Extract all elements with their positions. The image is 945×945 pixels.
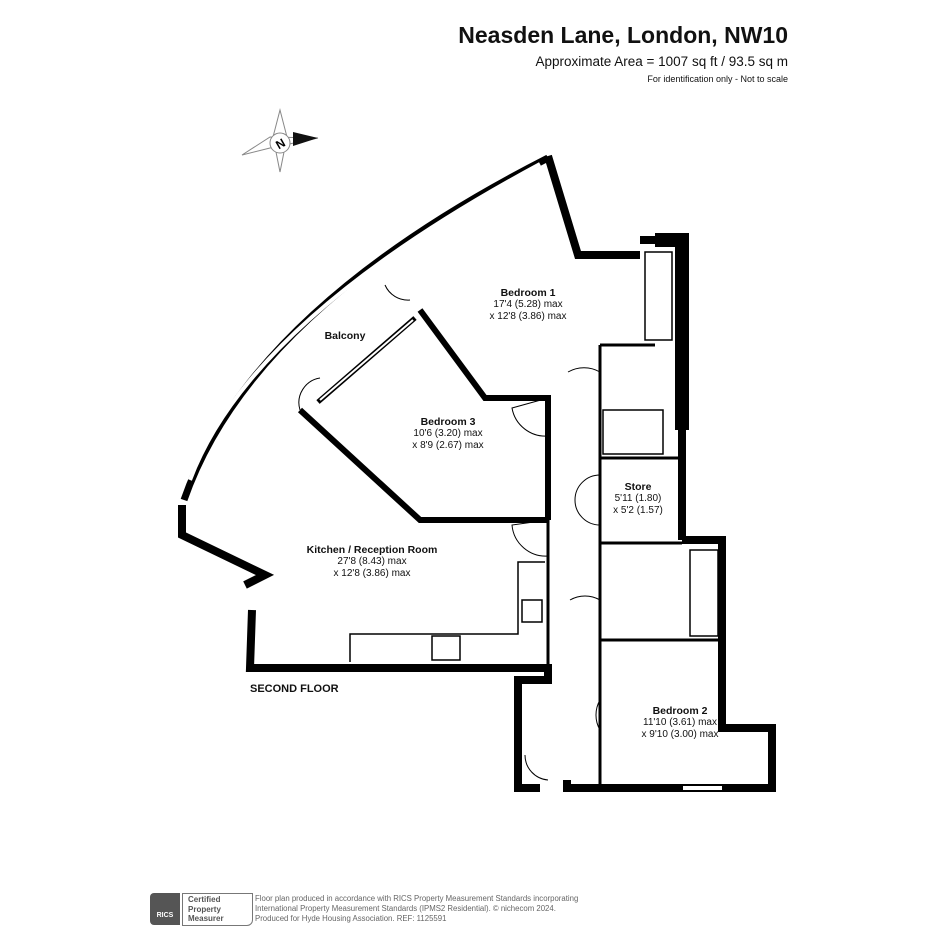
footer-line: Floor plan produced in accordance with R… <box>255 894 579 903</box>
room-name: Bedroom 2 <box>652 705 708 717</box>
room-bedroom-1: Bedroom 1 17'4 (5.28) max x 12'8 (3.86) … <box>490 287 567 323</box>
room-kitchen-reception: Kitchen / Reception Room 27'8 (8.43) max… <box>307 544 438 580</box>
room-store: Store 5'11 (1.80) x 5'2 (1.57) <box>613 481 663 517</box>
room-dimension: 5'11 (1.80) <box>614 493 662 504</box>
room-name: Store <box>624 481 652 493</box>
room-dimension: x 12'8 (3.86) max <box>333 568 411 579</box>
room-dimension: x 12'8 (3.86) max <box>489 311 567 322</box>
footer-line: Produced for Hyde Housing Association. R… <box>255 914 447 923</box>
room-dimension: x 9'10 (3.00) max <box>641 729 719 740</box>
certified-measurer-label: Certified Property Measurer <box>182 893 253 926</box>
rics-badge: RICS Certified Property Measurer <box>150 893 253 926</box>
approximate-area: Approximate Area = 1007 sq ft / 93.5 sq … <box>535 54 788 69</box>
room-dimension: 10'6 (3.20) max <box>413 428 483 439</box>
badge-line: Certified <box>188 895 221 904</box>
room-bedroom-3: Bedroom 3 10'6 (3.20) max x 8'9 (2.67) m… <box>412 416 483 452</box>
doors <box>298 284 601 781</box>
walls <box>178 154 776 792</box>
room-name: Balcony <box>324 330 366 342</box>
room-name: Bedroom 1 <box>500 287 556 299</box>
room-dimension: x 5'2 (1.57) <box>613 505 663 516</box>
floor-label: SECOND FLOOR <box>250 683 339 695</box>
footer-text: Floor plan produced in accordance with R… <box>255 894 578 924</box>
badge-line: Measurer <box>188 914 224 923</box>
room-bedroom-2: Bedroom 2 11'10 (3.61) max x 9'10 (3.00)… <box>642 705 719 741</box>
room-dimension: x 8'9 (2.67) max <box>412 440 484 451</box>
room-dimension: 11'10 (3.61) max <box>643 717 717 728</box>
property-title: Neasden Lane, London, NW10 <box>458 22 788 48</box>
rics-logo: RICS <box>150 893 180 925</box>
badge-line: Property <box>188 904 221 914</box>
disclaimer-note: For identification only - Not to scale <box>647 74 788 84</box>
compass-icon <box>241 108 319 173</box>
room-name: Bedroom 3 <box>420 416 476 428</box>
room-dimension: 17'4 (5.28) max <box>493 299 563 310</box>
room-balcony: Balcony <box>325 330 366 342</box>
footer-line: International Property Measurement Stand… <box>255 904 556 913</box>
room-name: Kitchen / Reception Room <box>306 544 438 556</box>
room-dimension: 27'8 (8.43) max <box>337 556 407 567</box>
